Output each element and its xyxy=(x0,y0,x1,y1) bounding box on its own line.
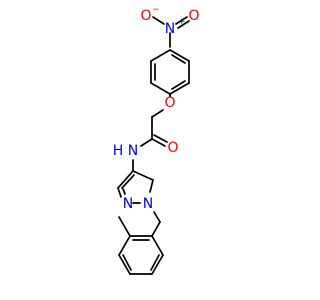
ring-double-bond xyxy=(121,174,135,189)
molecule-structure: N + O − O O O N H N N xyxy=(113,5,200,275)
bond-co-nh xyxy=(140,138,153,147)
nitro-nitrogen-label: N xyxy=(165,21,175,37)
ring-bond xyxy=(118,254,131,275)
amide-hydrogen-label: H xyxy=(113,143,124,159)
ring-double-bond xyxy=(171,80,186,90)
ring-bond xyxy=(132,170,154,181)
bond-n-o-minus xyxy=(152,16,165,25)
bond-n-o-double-b xyxy=(177,20,190,29)
nitro-oxygen-charge: − xyxy=(152,5,160,15)
nitro-oxygen-minus-label: O xyxy=(140,8,151,24)
ring-bond xyxy=(151,235,164,256)
bond-co-double-a xyxy=(151,138,166,147)
pyrazole-n1-label: N xyxy=(143,196,153,212)
ring-double-bond xyxy=(122,188,126,195)
bond-o-ch2 xyxy=(151,109,164,118)
nitro-group xyxy=(152,16,190,48)
ring-bond xyxy=(118,235,131,256)
ring-bond xyxy=(117,187,122,198)
ring-double-bond xyxy=(122,254,132,271)
amide-nitrogen-label: N xyxy=(128,143,138,159)
bond-co-double-b xyxy=(153,134,168,143)
acetamide-linker xyxy=(132,93,171,172)
pyrazole-ring xyxy=(117,170,161,223)
methylbenzyl-group xyxy=(118,216,164,275)
ring-double-bond xyxy=(150,254,160,271)
ring-bond xyxy=(151,254,164,275)
nitrophenyl-ring xyxy=(150,49,190,97)
bond-ch2-ring xyxy=(151,221,161,237)
ring-bond xyxy=(150,82,171,95)
ring-bond xyxy=(169,49,190,62)
ether-oxygen-label: O xyxy=(164,95,175,111)
ring-bond xyxy=(149,179,154,193)
bond-n1-ch2 xyxy=(153,211,161,223)
ring-bond xyxy=(117,170,134,189)
nitro-nitrogen-charge: + xyxy=(178,17,186,27)
ring-double-bond xyxy=(171,54,186,64)
ring-bond xyxy=(150,49,171,62)
atom-labels: N + O − O O O N H N N xyxy=(113,5,200,212)
nitro-oxygen-double-label: O xyxy=(188,8,199,24)
ring-bond xyxy=(169,82,190,95)
bond-methyl xyxy=(118,216,131,237)
pyrazole-n2-label: N xyxy=(123,196,133,212)
bond-n-o-double-a xyxy=(175,16,188,25)
carbonyl-oxygen-label: O xyxy=(167,140,178,156)
structure-canvas: N + O − O O O N H N N xyxy=(113,5,200,275)
